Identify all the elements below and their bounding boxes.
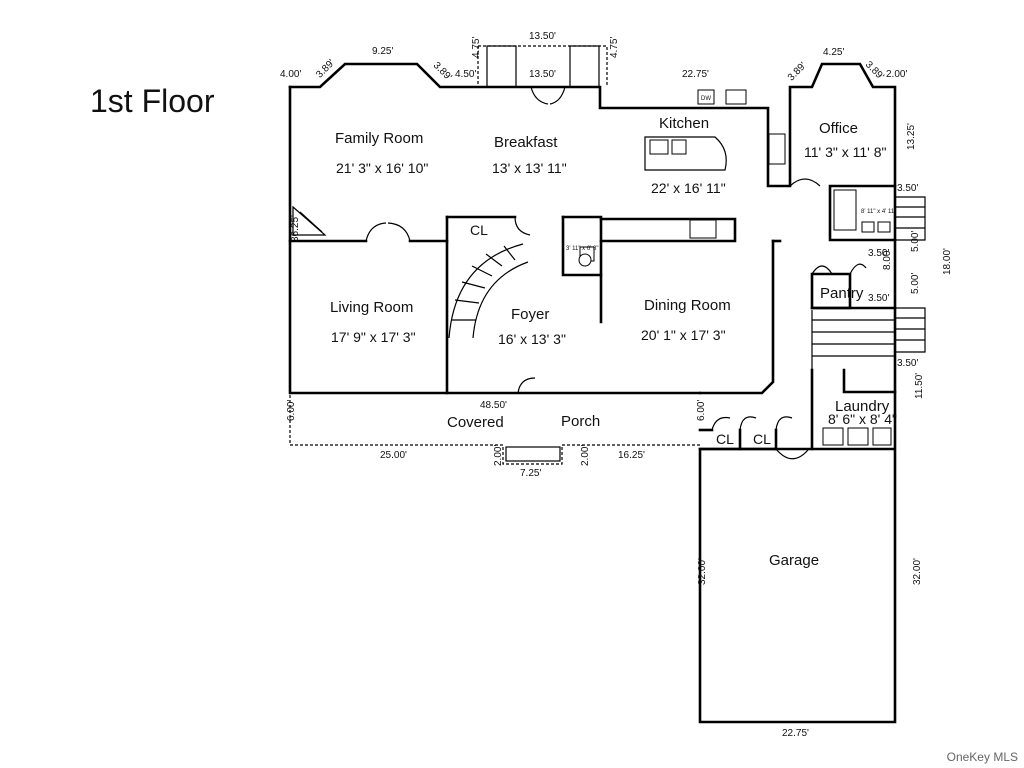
dim-label: 6.00' (286, 400, 297, 421)
dim-label: 7.25' (520, 468, 541, 479)
room-name-pantry: Pantry (820, 285, 864, 302)
room-name-office: Office (819, 120, 858, 137)
half-bath-toilet-icon (578, 253, 592, 267)
dim-label: 4.75' (609, 37, 620, 58)
room-dims-office: 11' 3" x 11' 8" (804, 144, 887, 160)
room-dims-family: 21' 3" x 16' 10" (336, 160, 428, 176)
vanity-icon (877, 221, 891, 233)
door-swings (365, 86, 867, 460)
dishwasher-icon (697, 89, 715, 105)
dim-label: 6.00' (696, 400, 707, 421)
dim-label: 2.00' (580, 445, 591, 466)
dim-label: 32.00' (912, 558, 923, 585)
closet-label-2: CL (753, 431, 771, 447)
dim-label: 22.75' (782, 728, 809, 739)
dryer-icon (847, 427, 869, 446)
dim-label: 13.50' (529, 31, 556, 42)
dim-label: 5.00' (910, 231, 921, 252)
dim-label: 2.00' (886, 69, 907, 80)
rear-steps-right (569, 45, 600, 88)
closet-label-1: CL (716, 431, 734, 447)
rear-steps-left (486, 45, 517, 88)
kitchen-sink-icon (725, 89, 747, 105)
room-dims-kitchen: 22' x 16' 11" (651, 180, 726, 196)
dim-label: 5.00' (910, 273, 921, 294)
room-name-laundry: Laundry (835, 398, 890, 415)
dim-label: 18.00' (942, 248, 953, 275)
dim-label: 13.50' (529, 69, 556, 80)
kitchen-island (644, 136, 727, 171)
laundry-sink-icon (872, 427, 892, 446)
rear-stairs (811, 196, 926, 370)
dim-label: 3.89' (863, 59, 886, 82)
range-icon (768, 133, 786, 165)
dim-label: 2.00' (493, 445, 504, 466)
porch-label-covered: Covered (447, 414, 504, 431)
porch-label-porch: Porch (561, 413, 600, 430)
dim-label: 4.25' (823, 47, 844, 58)
dim-label: 36.25' (290, 215, 301, 242)
room-dims-dining: 20' 1" x 17' 3" (641, 327, 726, 343)
room-name-breakfast: Breakfast (494, 134, 558, 151)
counter-sink-icon (689, 219, 717, 239)
dim-label: 25.00' (380, 450, 407, 461)
dim-label: 11.50' (914, 373, 925, 399)
dim-label: 4.50' (455, 69, 476, 80)
closet-label-foyer: CL (470, 222, 488, 238)
dim-label: 3.50' (868, 293, 889, 304)
curved-staircase (448, 243, 529, 339)
room-dims-living: 17' 9" x 17' 3" (331, 329, 416, 345)
full-bath-dims: 8' 11" x 4' 11" (861, 209, 896, 215)
dim-label: 13.25' (906, 123, 917, 150)
room-name-family: Family Room (335, 130, 423, 147)
room-name-dining: Dining Room (644, 297, 731, 314)
half-bath-dims: 3' 11" x 6' 8" (566, 246, 598, 252)
washer-icon (822, 427, 844, 446)
cooktop-icon (671, 139, 687, 155)
room-name-garage: Garage (769, 552, 819, 569)
exterior-walls (288, 62, 897, 724)
room-name-kitchen: Kitchen (659, 115, 709, 132)
room-dims-breakfast: 13' x 13' 11" (492, 160, 567, 176)
dim-label: 3.50' (868, 248, 889, 259)
dim-label: 3.89' (314, 58, 337, 81)
dishwasher-label: DW (701, 96, 711, 102)
fireplace-icon (292, 205, 327, 236)
interior-walls (288, 215, 852, 451)
dim-label: 4.00' (280, 69, 301, 80)
tub-icon (833, 189, 857, 231)
sink-icon (649, 139, 669, 155)
room-name-living: Living Room (330, 299, 413, 316)
dim-label: 3.50' (897, 358, 918, 369)
porch-step (505, 446, 561, 462)
covered-porch-outline (289, 395, 700, 465)
room-name-foyer: Foyer (511, 306, 549, 323)
floor-title: 1st Floor (90, 83, 215, 119)
dim-label: 4.75' (471, 37, 482, 58)
dim-label: 16.25' (618, 450, 645, 461)
room-dims-laundry: 8' 6" x 8' 4" (828, 411, 897, 427)
room-dims-foyer: 16' x 13' 3" (498, 331, 566, 347)
dim-label: 22.75' (682, 69, 709, 80)
toilet-icon (861, 221, 875, 233)
dim-label: 9.25' (372, 46, 393, 57)
dim-label: 3.89' (786, 60, 809, 83)
dim-label: 3.50' (897, 183, 918, 194)
watermark: OneKey MLS (946, 750, 1018, 764)
dim-label: 8.00' (882, 249, 893, 270)
dim-label: 48.50' (480, 400, 507, 411)
dim-label: 32.00' (697, 558, 708, 585)
